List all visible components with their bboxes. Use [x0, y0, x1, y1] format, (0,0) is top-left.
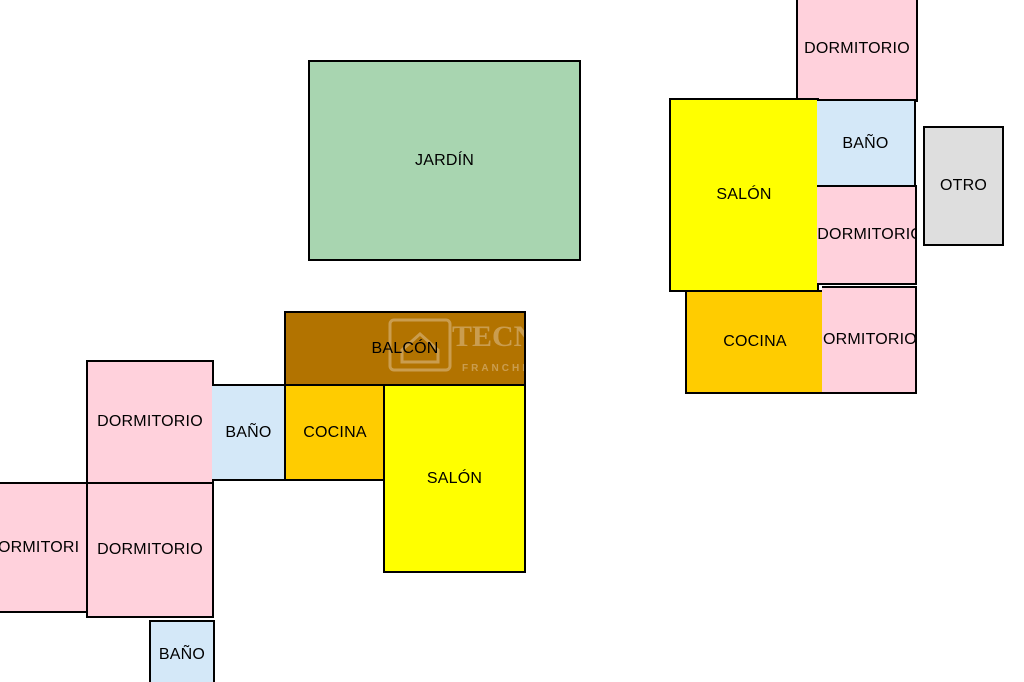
- room-label: DORMITORIO: [817, 226, 917, 243]
- room-dormitorio-right-bottom: ORMITORIO: [822, 286, 917, 394]
- room-bano-left: BAÑO: [212, 384, 287, 481]
- room-label: BAÑO: [225, 423, 272, 441]
- room-label: JARDÍN: [415, 151, 474, 169]
- room-jardin: JARDÍN: [308, 60, 581, 261]
- room-dormitorio-top-left: DORMITORIO: [86, 360, 214, 484]
- room-label: BALCÓN: [371, 339, 439, 357]
- room-salon-left: SALÓN: [383, 384, 526, 573]
- room-label: ORMITORI: [0, 538, 80, 556]
- room-label: BAÑO: [842, 134, 889, 152]
- room-balcon: BALCÓN: [284, 311, 526, 386]
- room-dormitorio-right-middle: DORMITORIO: [817, 185, 917, 285]
- room-bano-right: BAÑO: [817, 99, 916, 188]
- room-label: SALÓN: [426, 469, 483, 487]
- room-cocina-right: COCINA: [685, 290, 825, 394]
- room-otro: OTRO: [923, 126, 1004, 246]
- room-label: DORMITORIO: [97, 541, 203, 558]
- room-label: OTRO: [939, 177, 988, 194]
- room-label: ORMITORIO: [823, 331, 917, 348]
- room-label: SALÓN: [716, 186, 772, 203]
- room-cocina-left: COCINA: [284, 384, 386, 481]
- room-label: BAÑO: [158, 646, 206, 663]
- room-dormitorio-bottom-left: DORMITORIO: [86, 482, 214, 618]
- room-label: COCINA: [723, 333, 787, 350]
- room-bano-bottom-left: BAÑO: [149, 620, 215, 682]
- room-dormitorio-far-left: ORMITORI: [0, 482, 89, 613]
- room-label: DORMITORIO: [97, 413, 203, 430]
- room-label: COCINA: [303, 423, 367, 441]
- room-salon-right: SALÓN: [669, 98, 819, 292]
- room-label: DORMITORIO: [804, 40, 910, 57]
- room-dormitorio-right-top: DORMITORIO: [796, 0, 918, 102]
